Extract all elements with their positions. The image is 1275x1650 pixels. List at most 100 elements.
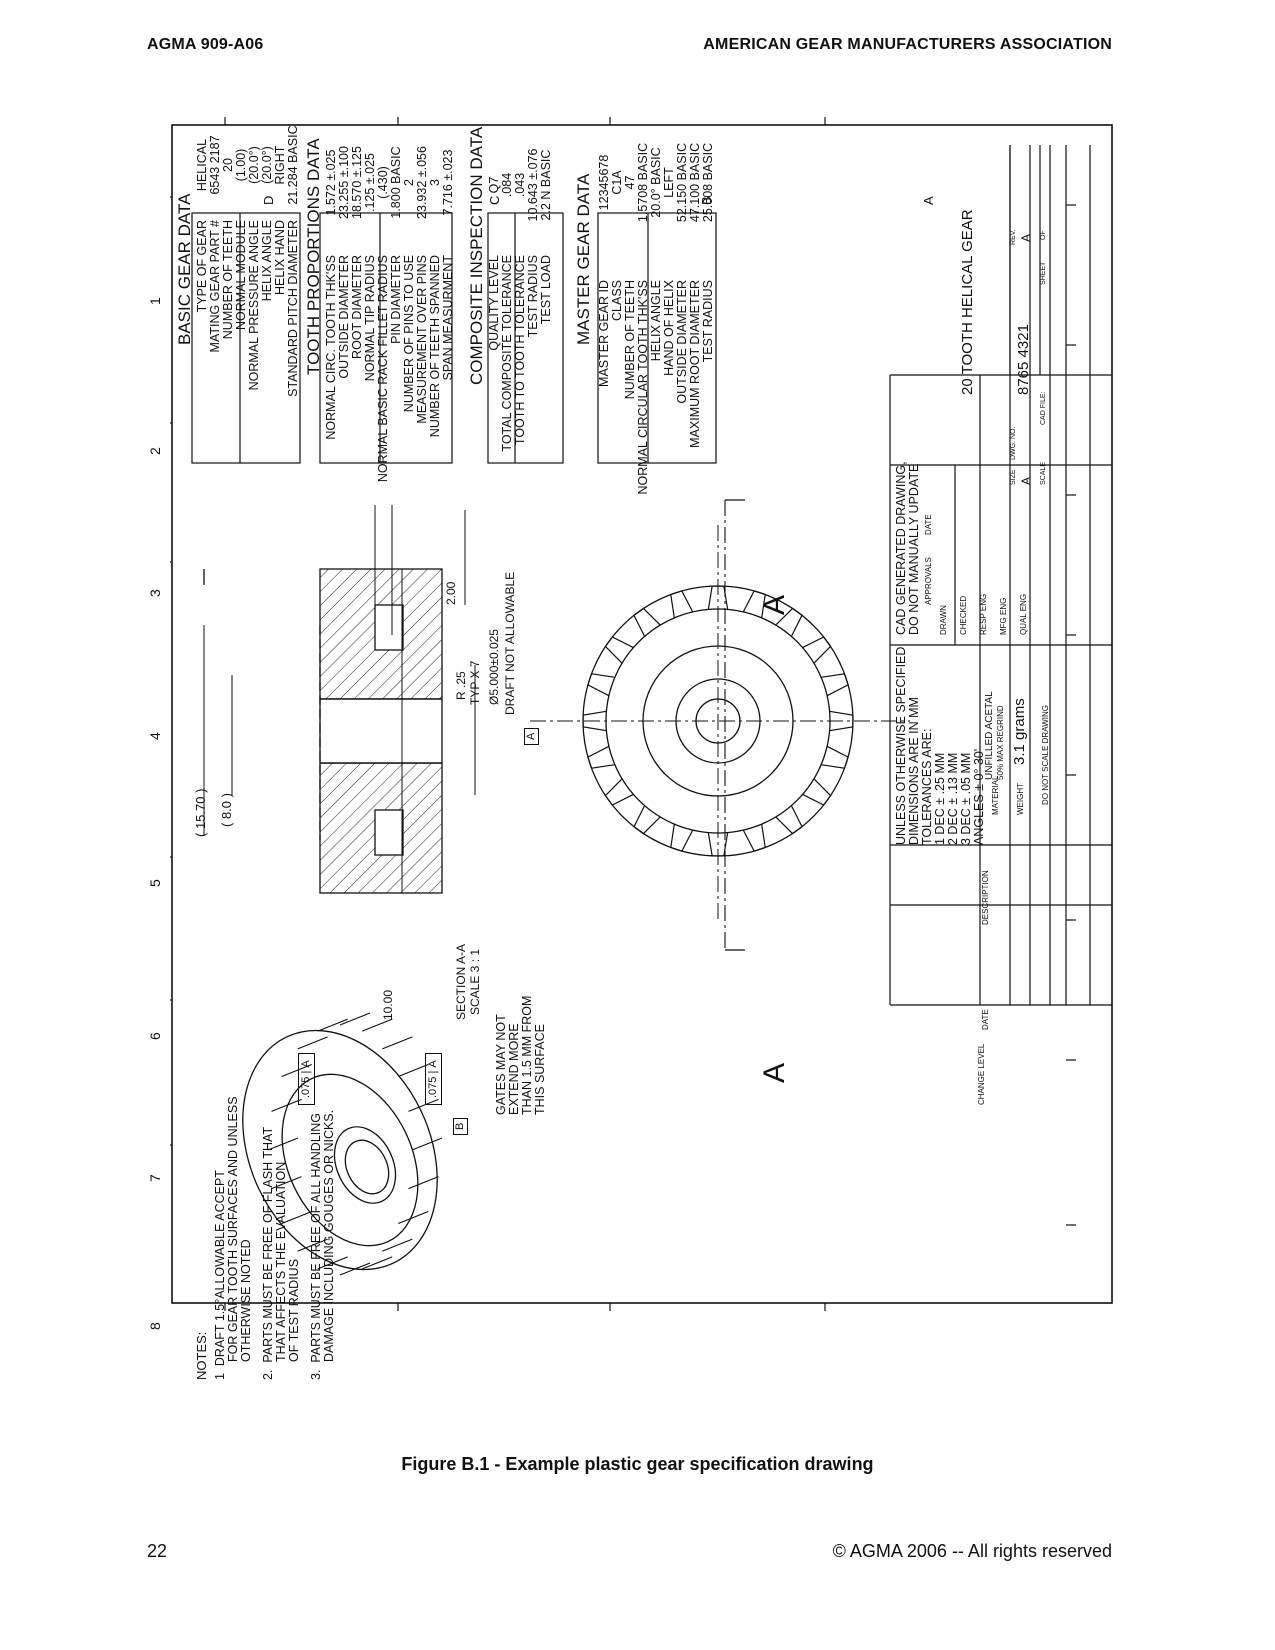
dwg-label: DWG. NO. — [1010, 426, 1017, 460]
draft-note: DRAFT NOT ALLOWABLE — [503, 571, 517, 715]
gear-tooth — [633, 805, 661, 835]
iso-tooth-line — [271, 1098, 302, 1112]
note-1: 1 DRAFT 1.5°ALLOWABLE ACCEPT FOR GEAR TO… — [213, 1096, 253, 1380]
iso-tooth-line — [339, 1012, 371, 1026]
size-value: A — [1019, 476, 1033, 485]
zone-number: 7 — [147, 1174, 163, 1182]
approvals-label: APPROVALS — [924, 557, 933, 605]
iso-tooth-line — [267, 1137, 299, 1151]
data-table-frames — [191, 212, 717, 464]
cad-note: CAD GENERATED DRAWING, DO NOT MANUALLY U… — [894, 461, 921, 635]
tooth-proportions-labels: NORMAL CIRC. TOOTH THK'SS OUTSIDE DIAMET… — [324, 255, 455, 483]
dimension-inner: ( 8.0 ) — [219, 793, 234, 827]
iso-tooth-line — [411, 1137, 443, 1151]
bore-dimension: Ø5.000±0.025 — [487, 629, 501, 705]
gear-tooth — [707, 585, 729, 610]
gear-teeth — [582, 585, 854, 857]
iso-tooth-line — [297, 1036, 328, 1050]
iso-tooth-line — [297, 1238, 328, 1252]
publisher-header: AMERICAN GEAR MANUFACTURERS ASSOCIATION — [703, 36, 1112, 53]
weight-label: WEIGHT — [1016, 783, 1025, 815]
signoff-mfg-eng: MFG ENG — [999, 597, 1008, 635]
gear-tooth — [633, 607, 661, 637]
iso-tooth-line — [362, 1018, 393, 1032]
iso-tooth-line — [398, 1064, 429, 1078]
size-label: SIZE — [1010, 469, 1017, 485]
dimension-width: 10.00 — [381, 989, 395, 1020]
zone-number: 8 — [147, 1322, 163, 1330]
gear-tooth — [802, 636, 832, 664]
gear-tooth — [670, 824, 694, 852]
zone-number: 4 — [147, 732, 163, 740]
section-marker-bottom: A — [758, 1062, 791, 1083]
gear-tooth — [821, 745, 849, 769]
isometric-gear-view — [242, 1029, 438, 1271]
iso-tooth-line — [408, 1098, 439, 1112]
sheet-label: SHEET — [1040, 261, 1047, 285]
dimension-hub: 2.00 — [444, 581, 458, 605]
basic-gear-data-labels: TYPE OF GEAR MATING GEAR PART # NUMBER O… — [195, 220, 300, 397]
rev-label: REV. — [1010, 229, 1017, 245]
gear-tooth — [587, 745, 615, 769]
zone-ticks — [170, 117, 1076, 1311]
runout-tolerance-2: .075 | A — [425, 1053, 442, 1105]
gear-tooth — [742, 590, 766, 618]
iso-tooth-line — [281, 1064, 312, 1078]
basic-gear-data-values: HELICAL 6543 2187 20 (1.00) (20.0°) (20.… — [195, 125, 300, 205]
weight-value: 3.1 grams — [1011, 698, 1028, 765]
iso-tooth-line — [382, 1036, 413, 1050]
material-value: UNFILLED ACETAL — [984, 691, 995, 780]
drawing-border — [171, 124, 1113, 1304]
section-view — [203, 505, 476, 894]
gear-tooth — [821, 673, 849, 697]
iso-tooth-line — [362, 1256, 393, 1270]
gear-tooth — [775, 607, 803, 637]
iso-tooth-line — [281, 1210, 312, 1224]
dwg-value: 8765 4321 — [1015, 324, 1032, 395]
material-sub: 50% MAX REGRIND — [996, 705, 1005, 780]
rev-value: A — [1019, 233, 1033, 242]
drawing-geometry — [170, 117, 1113, 1311]
revision-change-level: CHANGE LEVEL — [977, 1043, 986, 1105]
drawing-text-layer: 1 2 3 4 5 6 7 8 D C B A BASIC GEAR DATA … — [147, 105, 1116, 1405]
iso-tooth-line — [317, 1018, 348, 1032]
gate-note: GATES MAY NOT EXTEND MORE THAN 1.5 MM FR… — [494, 995, 547, 1115]
figure-caption: Figure B.1 - Example plastic gear specif… — [401, 1454, 874, 1474]
gear-tooth — [604, 778, 634, 806]
iso-tooth-line — [408, 1176, 439, 1190]
composite-inspection-values: Q7 .084 .043 10.643 ±.076 2.2 N BASIC — [487, 148, 553, 222]
note-3: 3. PARTS MUST BE FREE OF ALL HANDLING DA… — [309, 1109, 336, 1380]
master-gear-data-labels: MASTER GEAR ID CLASS NUMBER OF TEETH NOR… — [597, 280, 715, 495]
iso-tooth-line — [382, 1238, 413, 1252]
iso-tooth-line — [317, 1256, 348, 1270]
iso-tooth-line — [398, 1210, 429, 1224]
material-label: MATERIAL — [991, 775, 1000, 815]
datum-a-flag: A — [524, 727, 539, 745]
zone-number: 2 — [147, 447, 163, 455]
cad-file-label: CAD FILE: — [1040, 391, 1047, 425]
basic-gear-data-title: BASIC GEAR DATA — [175, 193, 194, 345]
tooth-proportions-values: 1.572 ±.025 23.255 ±.100 18.570 ±.125 .1… — [324, 146, 455, 219]
master-gear-data-title: MASTER GEAR DATA — [574, 173, 593, 345]
iso-tooth-line — [339, 1262, 371, 1276]
copyright-notice: © AGMA 2006 -- All rights reserved — [832, 1541, 1112, 1561]
approvals-date-label: DATE — [924, 514, 933, 535]
radius-callout: R .25 — [454, 671, 468, 700]
composite-inspection-title: COMPOSITE INSPECTION DATA — [467, 126, 486, 385]
zone-number: 3 — [147, 589, 163, 597]
dimension-overall: ( 15.70 ) — [193, 788, 208, 837]
zone-number: 5 — [147, 879, 163, 887]
section-marker-top: A — [758, 594, 791, 615]
title-block-frame — [889, 145, 1112, 1006]
notes-title: NOTES: — [194, 1331, 209, 1380]
scale-label: SCALE — [1040, 462, 1047, 485]
tooth-proportions-title: TOOTH PROPORTIONS DATA — [304, 138, 323, 375]
gear-tooth — [802, 778, 832, 806]
master-gear-data-values: 12345678 C1A 47 1.5708 BASIC 20.0° BASIC… — [597, 142, 715, 223]
gear-tooth — [775, 805, 803, 835]
composite-inspection-labels: QUALITY LEVEL TOTAL COMPOSITE TOLERANCE … — [487, 255, 553, 452]
runout-tolerance-1: .075 | A — [298, 1053, 315, 1105]
revision-description: DESCRIPTION — [981, 870, 990, 925]
zone-number: 6 — [147, 1032, 163, 1040]
signoff-qual-eng: QUAL ENG — [1019, 593, 1028, 635]
